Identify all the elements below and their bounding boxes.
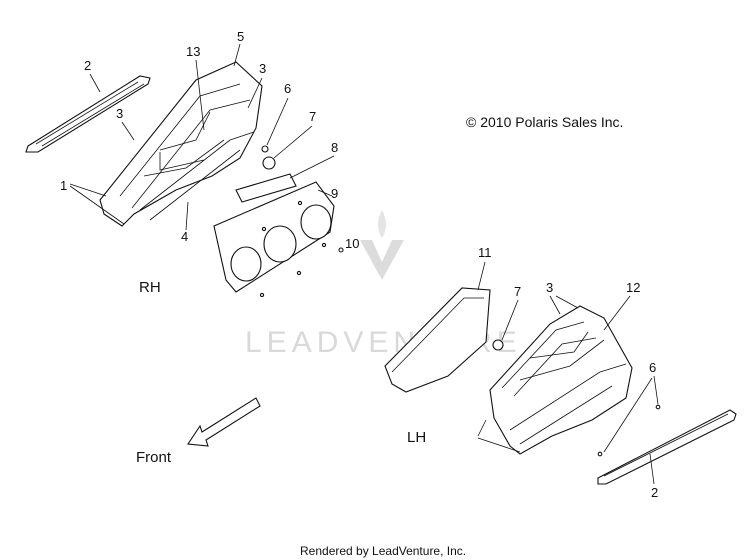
rh-trim-strip: [25, 75, 151, 153]
callout-rh-9: 9: [331, 186, 338, 201]
rh-screw-10: [338, 247, 344, 253]
lh-screw-6a: [597, 451, 603, 457]
callout-rh-1: 1: [60, 178, 67, 193]
callout-lh-3: 3: [546, 280, 553, 295]
footer-credit: Rendered by LeadVenture, Inc.: [300, 544, 466, 558]
front-label: Front: [136, 449, 172, 466]
callout-rh-2: 2: [84, 58, 91, 73]
lh-screw-6b: [655, 404, 661, 410]
callout-lh-11: 11: [478, 245, 492, 260]
callout-rh-6: 6: [284, 81, 291, 96]
watermark-logo: [360, 240, 404, 280]
copyright-text: © 2010 Polaris Sales Inc.: [466, 114, 623, 130]
lh-grommet-7: [492, 339, 504, 351]
callout-lh-6: 6: [649, 360, 656, 375]
rh-hood: [99, 61, 263, 227]
rh-gasket-8: [235, 173, 297, 203]
rh-label: RH: [139, 279, 161, 296]
callout-rh-7: 7: [309, 109, 316, 124]
lh-hood: [489, 305, 633, 455]
callout-lh-2: 2: [651, 485, 658, 500]
callout-rh-8: 8: [331, 140, 338, 155]
lh-pad-11: [384, 287, 491, 393]
callout-lh-12: 12: [626, 280, 640, 295]
rh-gauge-bezel: [213, 181, 335, 298]
front-arrow: [187, 397, 261, 447]
rh-grommet-7: [262, 156, 276, 170]
lh-label: LH: [407, 429, 426, 446]
lh-callouts: 11 7 3 12 6 2: [477, 245, 659, 500]
callout-rh-13: 13: [186, 44, 200, 59]
watermark-flame: [378, 210, 386, 238]
callout-rh-5: 5: [237, 29, 244, 44]
callout-rh-3b: 3: [259, 61, 266, 76]
callout-lh-7: 7: [514, 284, 521, 299]
callout-rh-4: 4: [181, 229, 188, 244]
rh-callouts: 2 3 13 5 3 6 7 8 9 10 1 4: [60, 29, 359, 251]
callout-rh-10: 10: [345, 236, 359, 251]
callout-rh-3a: 3: [116, 106, 123, 121]
lh-trim-strip: [597, 409, 737, 485]
rh-screw-6: [261, 145, 269, 153]
